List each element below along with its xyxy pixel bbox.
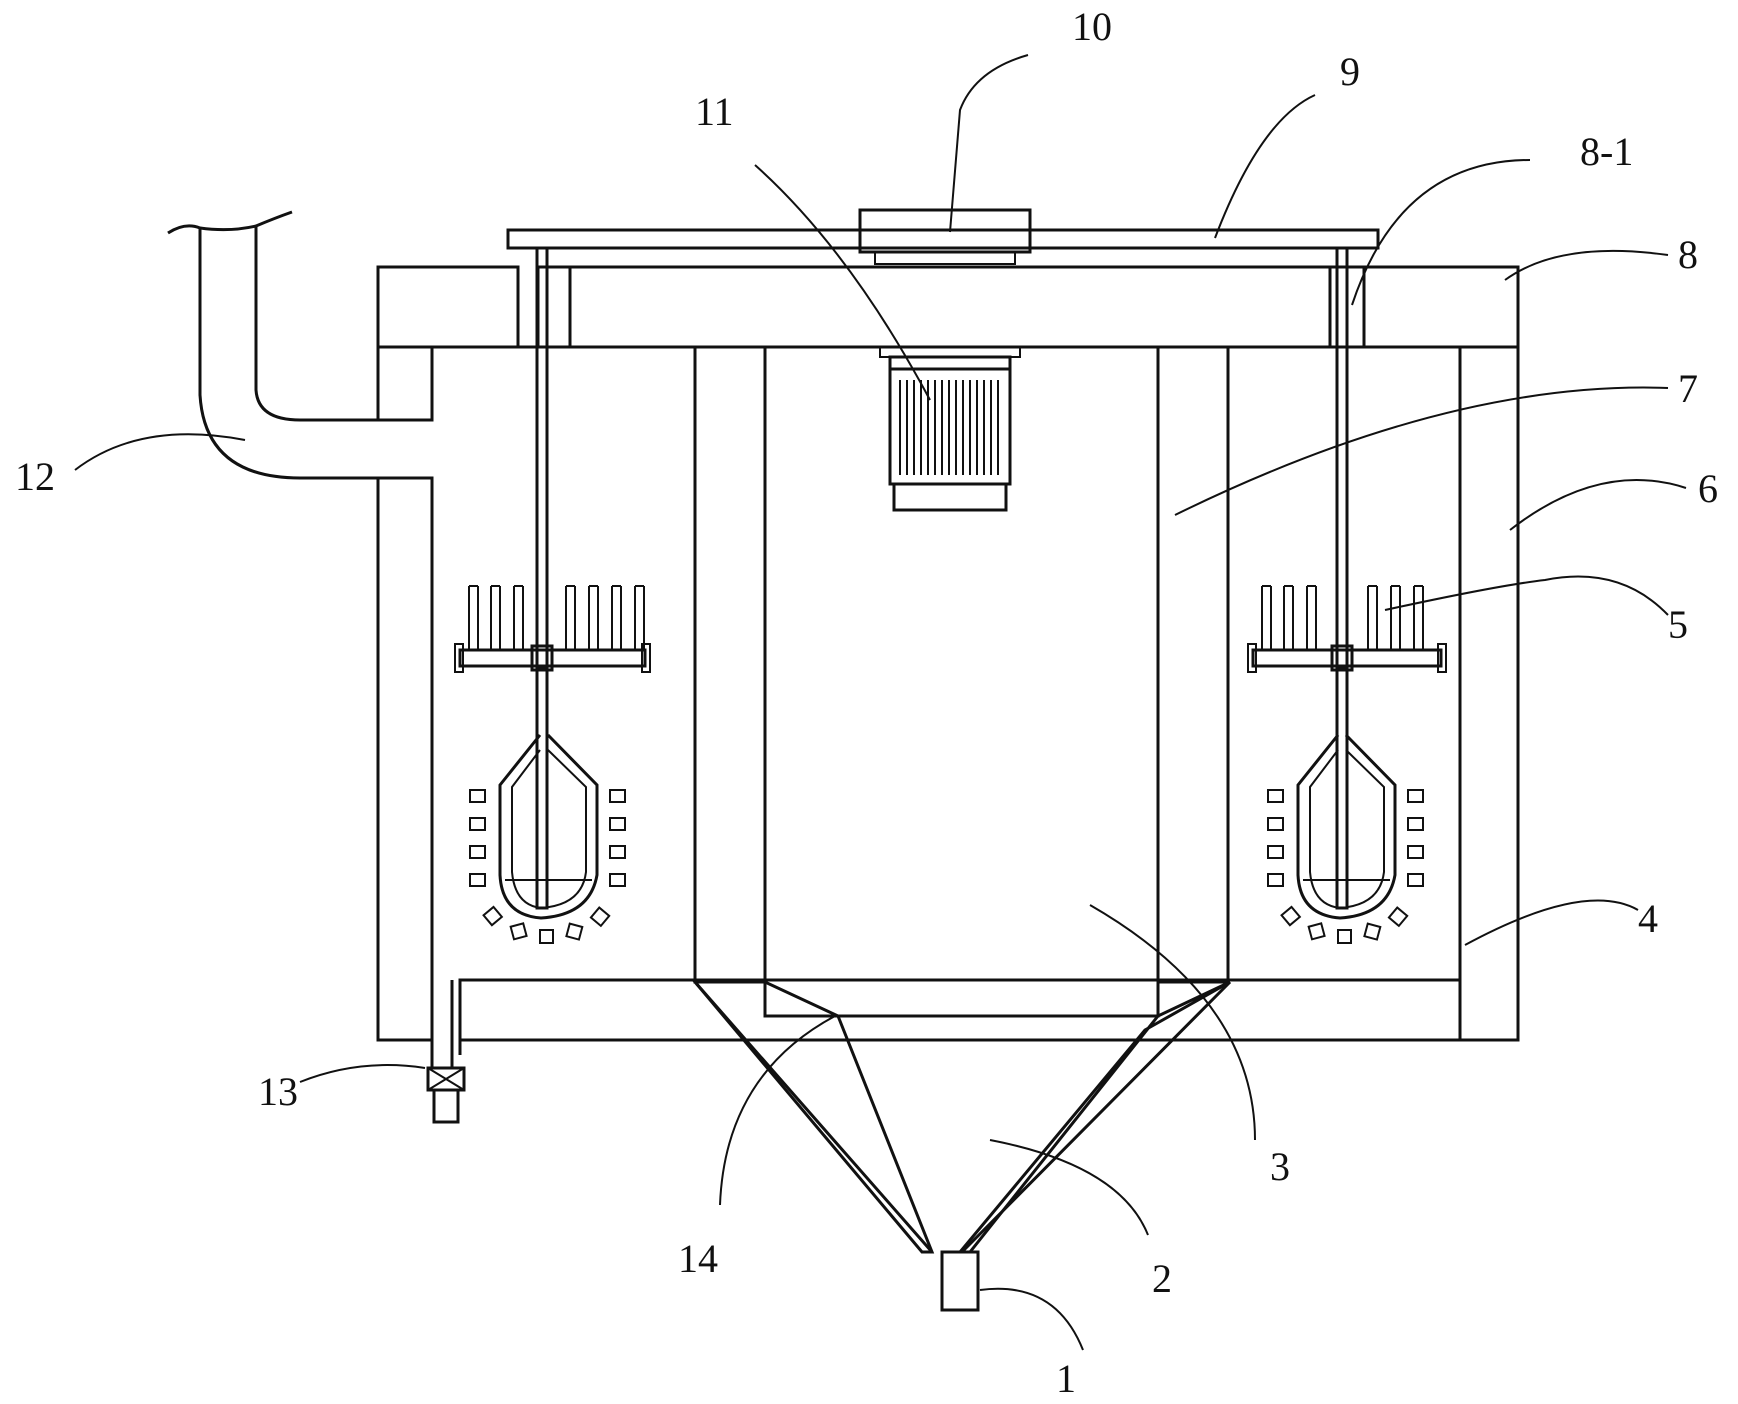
stirrer-right: [1247, 246, 1447, 944]
drain-valve: [426, 980, 466, 1124]
label-11: 11: [695, 89, 734, 134]
outlet-pipe: [940, 1250, 980, 1312]
label-12: 12: [15, 454, 55, 499]
leader-lines: [74, 54, 1687, 1351]
label-6: 6: [1698, 466, 1718, 511]
label-14: 14: [678, 1236, 718, 1281]
label-1: 1: [1056, 1356, 1076, 1401]
drive-plate: [506, 208, 1380, 265]
motor: [879, 346, 1021, 512]
hopper: [691, 980, 1232, 1254]
inlet-pipe: [167, 210, 378, 480]
filter-column-left: [693, 345, 767, 984]
label-9: 9: [1340, 49, 1360, 94]
filter-column-right: [1156, 345, 1230, 984]
filter-mesh: [763, 978, 1160, 1018]
stirrer-left: [454, 246, 651, 944]
label-5: 5: [1668, 602, 1688, 647]
label-8: 8: [1678, 232, 1698, 277]
label-4: 4: [1638, 896, 1658, 941]
label-10: 10: [1072, 4, 1112, 49]
label-3: 3: [1270, 1144, 1290, 1189]
label-7: 7: [1678, 366, 1698, 411]
label-2: 2: [1152, 1256, 1172, 1301]
label-8-1: 8-1: [1580, 129, 1633, 174]
label-13: 13: [258, 1069, 298, 1114]
